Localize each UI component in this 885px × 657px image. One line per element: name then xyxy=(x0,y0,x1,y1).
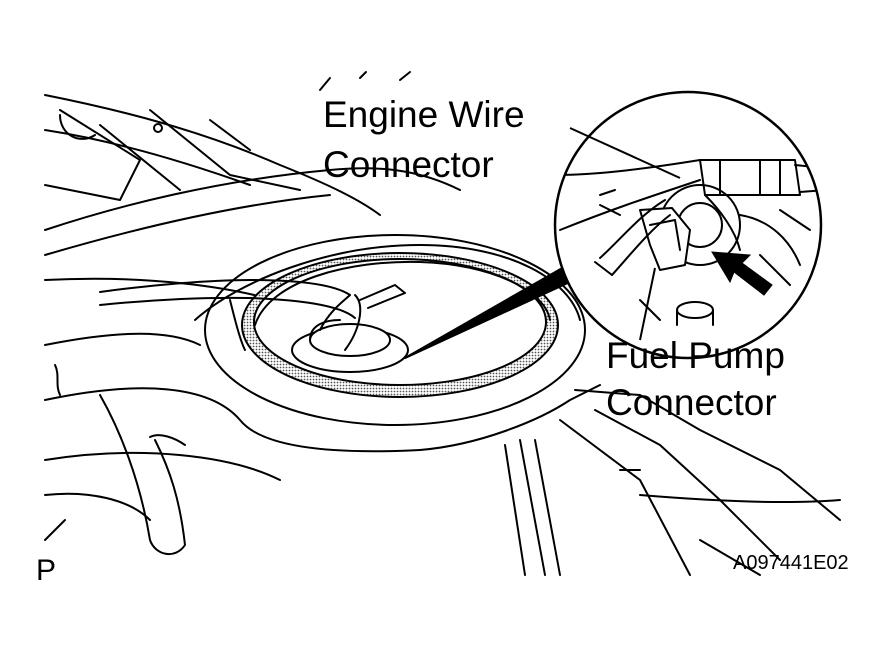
vehicle-floor-lines xyxy=(44,71,841,576)
engine-wire-connector-label-line1: Engine Wire xyxy=(323,94,525,135)
view-letter: P xyxy=(36,554,57,587)
engine-wire-connector-label-line2: Connector xyxy=(323,144,494,185)
fuel-pump-connector-label-line1: Fuel Pump xyxy=(606,335,785,376)
fuel-pump-connector-label-line2: Connector xyxy=(606,382,777,423)
connector-detail-view xyxy=(553,90,823,360)
figure-id: A097441E02 xyxy=(733,552,849,574)
